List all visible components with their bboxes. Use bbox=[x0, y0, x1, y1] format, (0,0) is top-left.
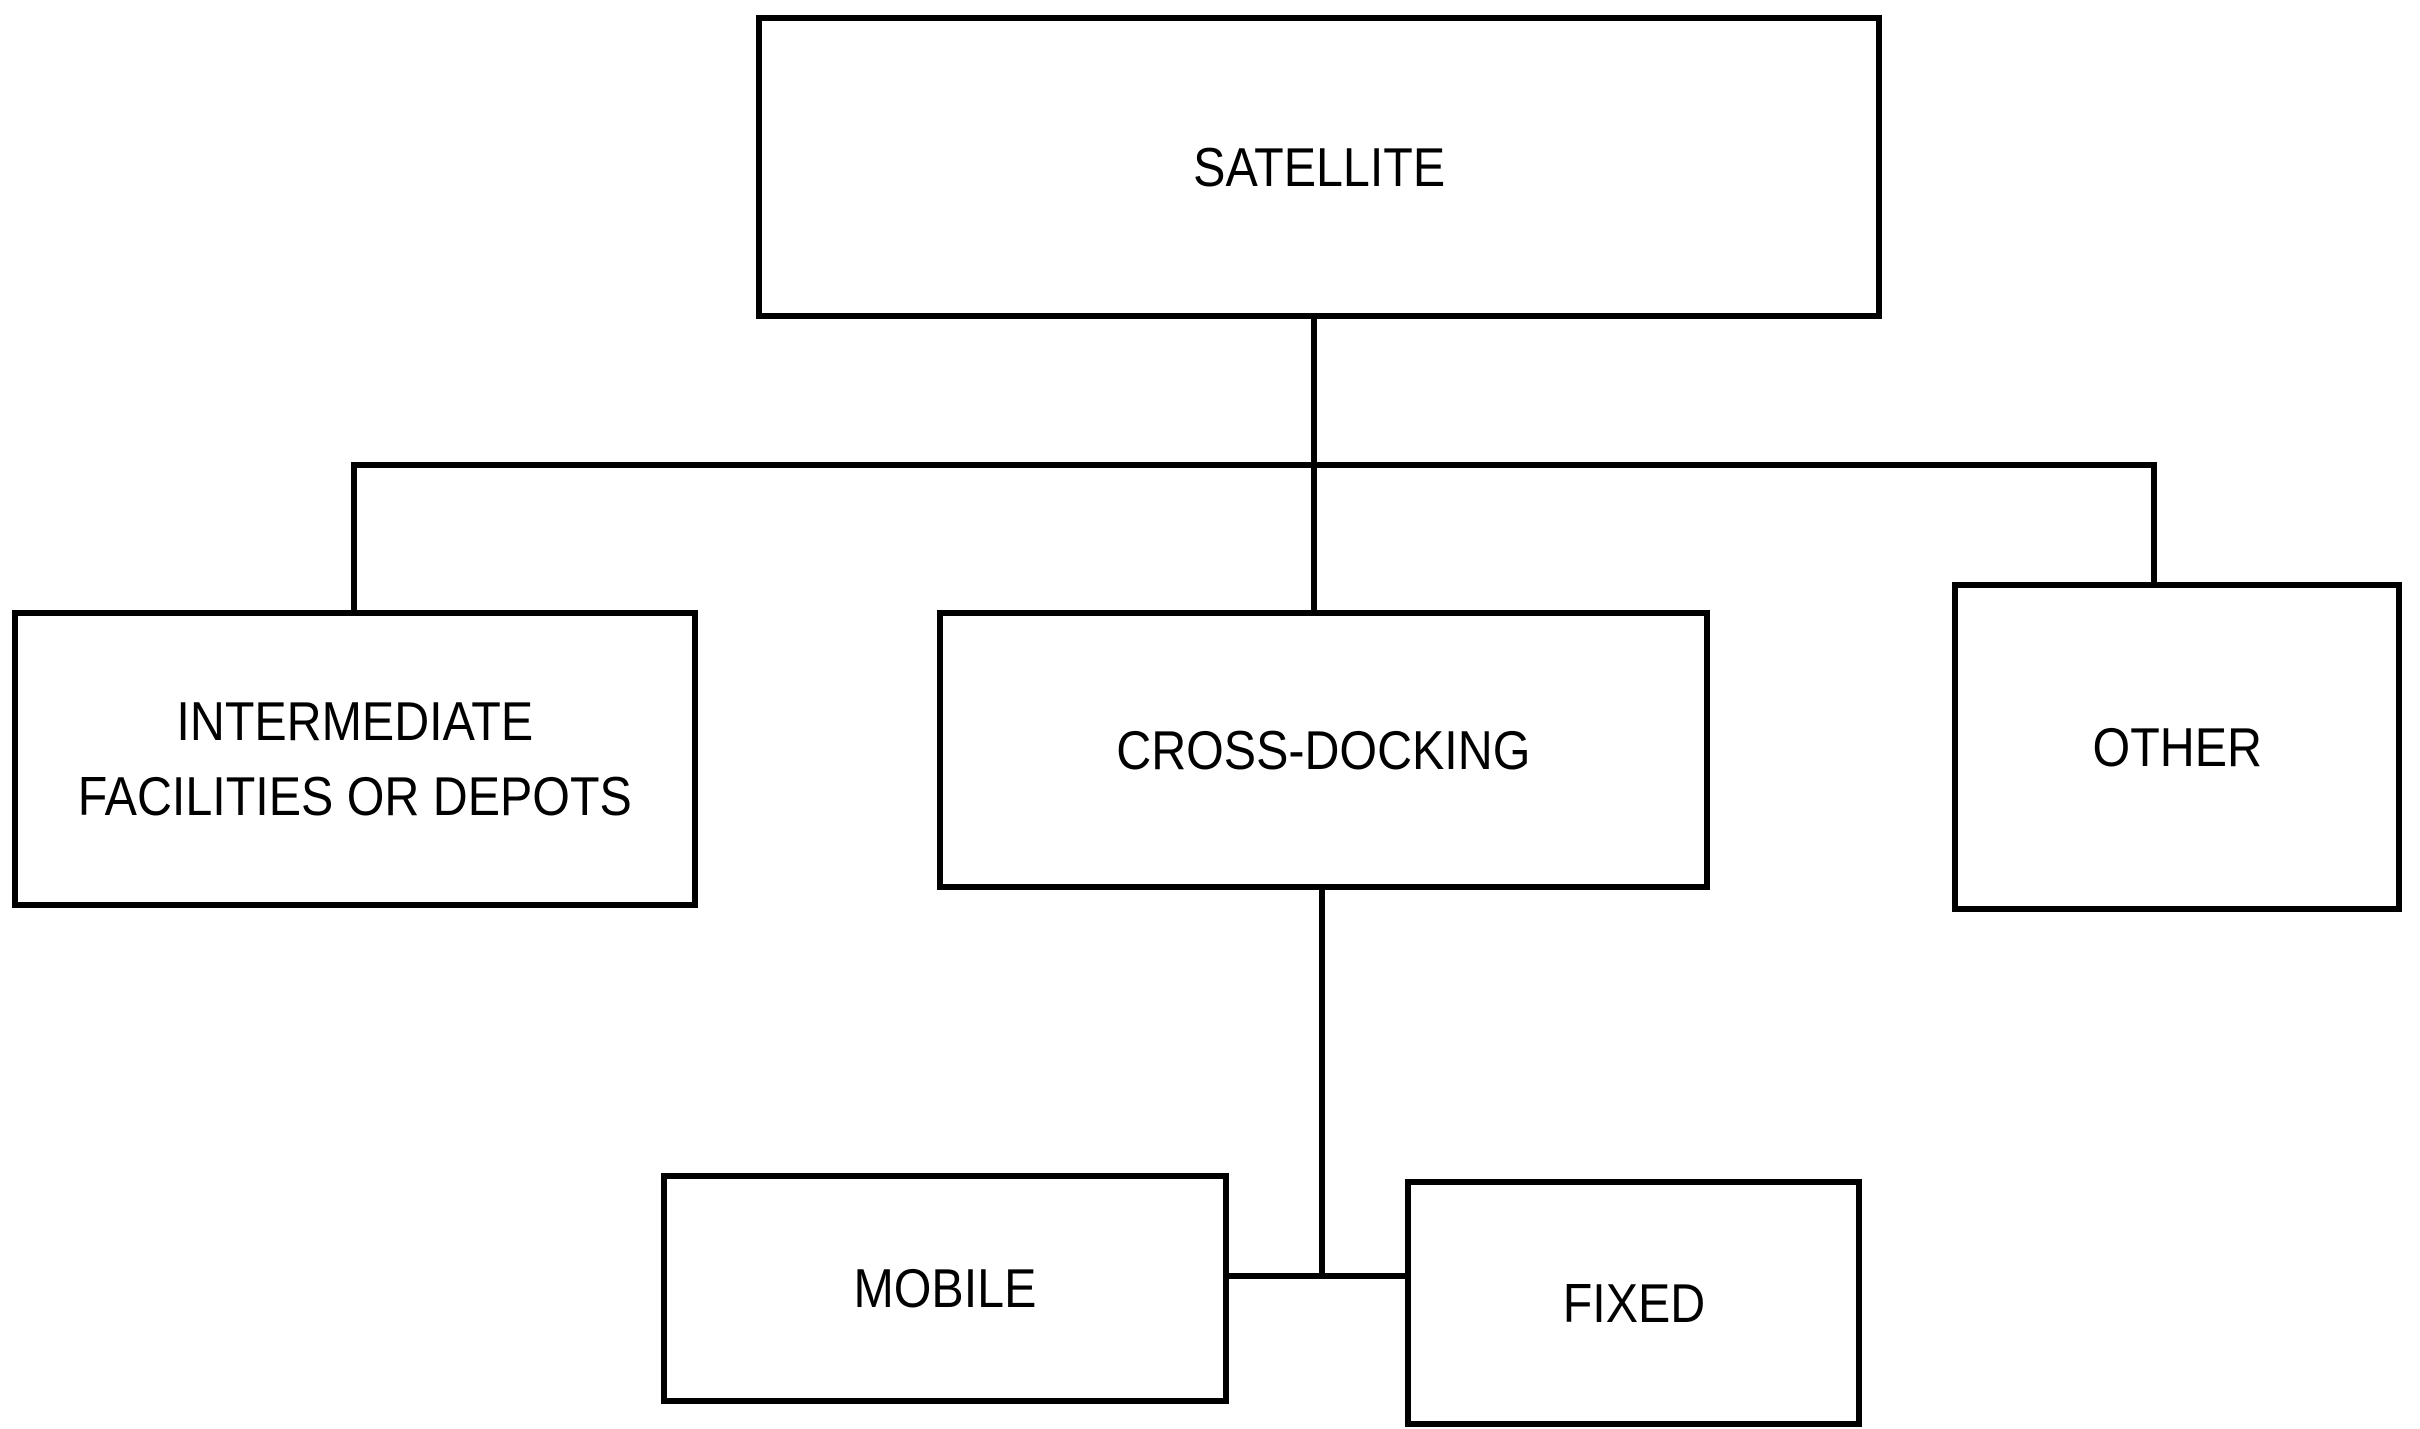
node-cross-docking-label: CROSS-DOCKING bbox=[1116, 718, 1531, 781]
connector-mobile-fixed-stub bbox=[1229, 1273, 1411, 1279]
node-fixed-label: FIXED bbox=[1562, 1271, 1705, 1334]
node-other: OTHER bbox=[1952, 582, 2402, 912]
node-satellite-label: SATELLITE bbox=[1193, 135, 1445, 198]
node-satellite: SATELLITE bbox=[756, 15, 1882, 319]
connector-tier-horizontal bbox=[351, 462, 2157, 468]
node-mobile: MOBILE bbox=[661, 1173, 1229, 1404]
connector-crossdocking-to-stub bbox=[1319, 890, 1325, 1279]
node-mobile-label: MOBILE bbox=[853, 1257, 1037, 1319]
node-other-label: OTHER bbox=[2092, 715, 2262, 778]
connector-drop-to-other bbox=[2151, 462, 2157, 582]
node-cross-docking: CROSS-DOCKING bbox=[937, 610, 1710, 890]
connector-drop-to-intermediate bbox=[351, 462, 357, 610]
node-intermediate-facilities-or-depots: INTERMEDIATE FACILITIES OR DEPOTS bbox=[12, 610, 698, 908]
node-fixed: FIXED bbox=[1405, 1179, 1862, 1427]
node-intermediate-label: INTERMEDIATE FACILITIES OR DEPOTS bbox=[77, 690, 633, 827]
